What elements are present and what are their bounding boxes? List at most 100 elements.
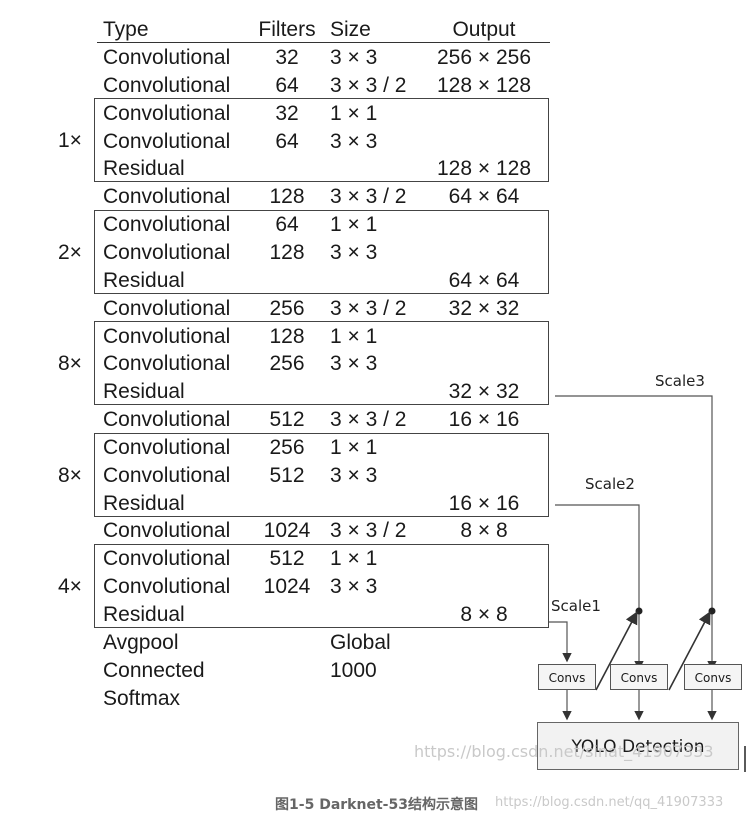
row-filters: 64	[275, 73, 299, 97]
row-type: Convolutional	[103, 435, 231, 459]
scale3-merge-dot	[708, 607, 716, 615]
row-size: 1 × 1	[330, 213, 378, 237]
row-output: 128 × 128	[436, 73, 531, 97]
row-filters: 512	[269, 547, 305, 571]
row-output: 32 × 32	[448, 380, 520, 404]
row-filters: 512	[269, 463, 305, 487]
row-type: Residual	[103, 268, 185, 292]
row-type: Avgpool	[103, 630, 179, 654]
row-type: Convolutional	[103, 73, 231, 97]
row-filters: 256	[269, 352, 305, 376]
row-filters: 1024	[263, 519, 311, 543]
scale1-label: Scale1	[551, 597, 601, 615]
header-divider	[97, 42, 550, 43]
scale1-connector	[549, 621, 572, 663]
row-size: 1 × 1	[330, 101, 378, 125]
row-type: Convolutional	[103, 575, 231, 599]
row-size: 3 × 3 / 2	[330, 408, 407, 432]
row-size: 3 × 3 / 2	[330, 73, 407, 97]
row-filters: 32	[275, 46, 299, 69]
row-type: Softmax	[103, 686, 181, 710]
row-type: Convolutional	[103, 463, 231, 487]
residual-block-frame	[94, 433, 549, 517]
row-size: 1 × 1	[330, 435, 378, 459]
row-filters: 64	[275, 213, 299, 237]
residual-block-frame	[94, 321, 549, 405]
row-type: Convolutional	[103, 519, 231, 543]
row-type: Convolutional	[103, 296, 231, 320]
row-size: 3 × 3	[330, 46, 378, 69]
header-filters: Filters	[258, 18, 316, 41]
row-size: Global	[330, 630, 391, 654]
block-multiplier: 8×	[58, 464, 82, 487]
residual-block-frame	[94, 210, 549, 294]
row-type: Convolutional	[103, 408, 231, 432]
row-filters: 128	[269, 185, 305, 209]
row-output: 32 × 32	[448, 296, 520, 320]
row-type: Convolutional	[103, 352, 231, 376]
row-type: Convolutional	[103, 46, 231, 69]
row-filters: 64	[275, 129, 299, 153]
row-output: 8 × 8	[460, 603, 508, 626]
row-output: 16 × 16	[448, 491, 520, 515]
upsample-arrow-2	[668, 611, 711, 691]
scale3-label: Scale3	[655, 372, 705, 390]
row-size: 1 × 1	[330, 547, 378, 571]
convs-box-3: Convs	[684, 664, 742, 690]
residual-block-frame	[94, 98, 549, 182]
row-type: Residual	[103, 157, 185, 181]
row-filters: 1024	[263, 575, 311, 599]
row-filters: 256	[269, 435, 305, 459]
row-filters: 32	[275, 101, 299, 125]
row-size: 1 × 1	[330, 324, 378, 348]
convs-box-1: Convs	[538, 664, 596, 690]
row-size: 3 × 3 / 2	[330, 185, 407, 209]
row-type: Connected	[103, 658, 205, 682]
row-type: Convolutional	[103, 240, 231, 264]
row-size: 3 × 3 / 2	[330, 519, 407, 543]
row-size: 3 × 3	[330, 240, 378, 264]
row-type: Residual	[103, 380, 185, 404]
row-type: Residual	[103, 603, 185, 626]
watermark-2: https://blog.csdn.net/qq_41907333	[495, 795, 724, 810]
yolo-detection-box: YOLO Detection	[537, 722, 739, 770]
block-multiplier: 2×	[58, 241, 82, 264]
scale2-merge-dot	[635, 607, 643, 615]
row-filters: 128	[269, 240, 305, 264]
convs-box-2: Convs	[610, 664, 668, 690]
header-size: Size	[330, 18, 371, 41]
row-size: 3 × 3 / 2	[330, 296, 407, 320]
row-output: 8 × 8	[460, 519, 508, 543]
row-output: 256 × 256	[436, 46, 531, 69]
row-size: 1000	[330, 658, 377, 682]
row-output: 64 × 64	[448, 185, 520, 209]
watermark-1: https://blog.csdn.net/sinat_41907333	[414, 742, 714, 761]
row-type: Convolutional	[103, 185, 231, 209]
header-output: Output	[452, 18, 516, 41]
row-type: Convolutional	[103, 324, 231, 348]
row-size: 3 × 3	[330, 129, 378, 153]
residual-block-frame	[94, 544, 549, 628]
row-output: 16 × 16	[448, 408, 520, 432]
scale3-connector	[555, 395, 717, 671]
row-filters: 128	[269, 324, 305, 348]
row-filters: 256	[269, 296, 305, 320]
row-size: 3 × 3	[330, 463, 378, 487]
scale2-label: Scale2	[585, 475, 635, 493]
upsample-arrow-1	[595, 611, 638, 691]
row-output: 64 × 64	[448, 268, 520, 292]
header-type: Type	[103, 18, 149, 41]
row-size: 3 × 3	[330, 575, 378, 599]
block-multiplier: 8×	[58, 352, 82, 375]
row-type: Convolutional	[103, 213, 231, 237]
row-type: Convolutional	[103, 129, 231, 153]
row-output: 128 × 128	[436, 157, 531, 181]
block-multiplier: 4×	[58, 575, 82, 598]
row-type: Convolutional	[103, 101, 231, 125]
row-type: Residual	[103, 491, 185, 515]
row-filters: 512	[269, 408, 305, 432]
block-multiplier: 1×	[58, 129, 82, 152]
figure-caption: 图1-5 Darknet-53结构示意图	[275, 797, 478, 813]
row-size: 3 × 3	[330, 352, 378, 376]
